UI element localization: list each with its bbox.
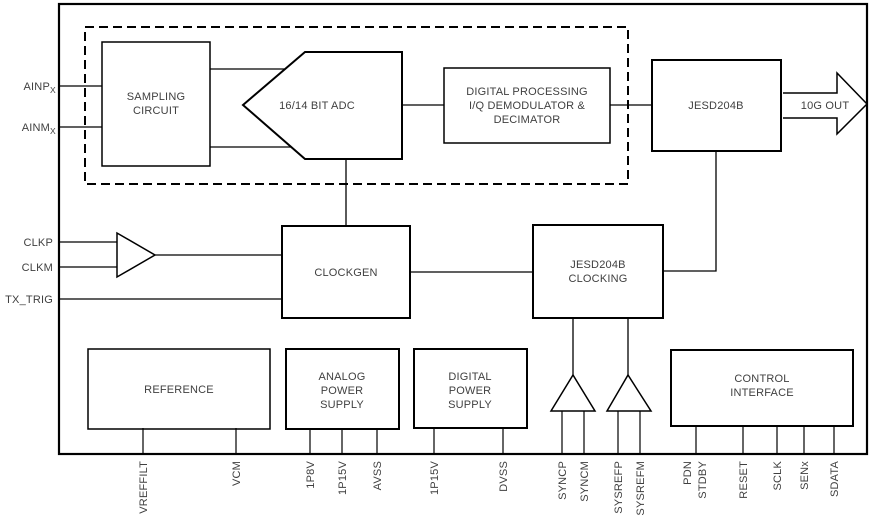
digital-power-label-3: SUPPLY [448, 399, 492, 411]
reference-block [87, 348, 271, 430]
jesd204b-label: JESD204B [688, 100, 743, 112]
clockgen-label: CLOCKGEN [314, 267, 377, 279]
digital-processing-label-1: DIGITAL PROCESSING [466, 86, 588, 98]
bottom-pin-lines [142, 411, 835, 453]
control-interface-label-2: INTERFACE [730, 387, 794, 399]
pin-label-sclk: SCLK [772, 461, 784, 491]
pin-label-clkm: CLKM [22, 262, 53, 274]
blocks [87, 41, 854, 430]
pin-label-ainp-subscript: X [50, 85, 56, 95]
block-labels: SAMPLING CIRCUIT 16/14 BIT ADC DIGITAL P… [127, 86, 850, 411]
pin-label-1p15v-digital: 1P15V [429, 461, 441, 495]
pin-label-reset: RESET [738, 461, 750, 499]
pin-label-1p8v: 1P8V [305, 461, 317, 489]
clockgen-block [281, 225, 411, 319]
control-interface-block [670, 349, 854, 427]
bottom-pin-labels: VREFFILT VCM 1P8V 1P15V AVSS 1P15V DVSS … [138, 461, 841, 516]
digital-processing-label-3: DECIMATOR [494, 114, 561, 126]
pin-label-tx-trig: TX_TRIG [5, 294, 53, 306]
pin-label-ainm-subscript: X [50, 126, 56, 136]
pin-label-vreffilt: VREFFILT [138, 461, 150, 514]
analog-power-label-3: SUPPLY [320, 399, 364, 411]
digital-power-label-1: DIGITAL [448, 371, 491, 383]
pin-label-vcm: VCM [231, 461, 243, 486]
digital-processing-label-2: I/Q DEMODULATOR & [469, 100, 586, 112]
pin-label-sdata: SDATA [829, 461, 841, 498]
pin-label-senx: SENx [799, 461, 811, 490]
clock-input-buffer [116, 231, 157, 279]
pin-label-pdn: PDN [682, 461, 694, 485]
digital-power-label-2: POWER [449, 385, 492, 397]
analog-power-supply-block [285, 348, 400, 430]
digital-power-supply-block [413, 348, 528, 429]
wires [60, 68, 717, 375]
jesd204b-block [651, 59, 782, 152]
pin-label-1p15v-analog: 1P15V [337, 461, 349, 495]
left-pin-labels: AINP X AINM X CLKP CLKM TX_TRIG [5, 81, 56, 306]
jesd204b-clocking-block [532, 224, 664, 319]
pin-label-clkp: CLKP [23, 237, 53, 249]
pin-label-dvss: DVSS [498, 461, 510, 492]
adc-block [241, 51, 403, 160]
pin-label-ainm: AINM [22, 122, 50, 134]
sysref-input-buffer [605, 373, 653, 412]
chip-boundary [57, 2, 869, 456]
reference-label: REFERENCE [144, 384, 214, 396]
analog-power-label-1: ANALOG [318, 371, 365, 383]
analog-power-label-2: POWER [321, 385, 364, 397]
sampling-circuit-block [101, 41, 211, 167]
digital-processing-block [443, 67, 611, 144]
pin-label-sysrefm: SYSREFM [635, 461, 647, 516]
output-label: 10G OUT [801, 100, 850, 112]
pin-label-stdby: STDBY [697, 461, 709, 499]
pin-label-sysrefp: SYSREFP [613, 461, 625, 514]
jesd204b-clocking-label-2: CLOCKING [568, 273, 627, 285]
sync-input-buffer [549, 373, 597, 412]
pin-label-syncp: SYNCP [557, 461, 569, 500]
pin-label-avss: AVSS [372, 461, 384, 490]
pin-label-ainp: AINP [24, 81, 50, 93]
sampling-circuit-label-1: SAMPLING [127, 91, 185, 103]
pin-label-syncm: SYNCM [579, 461, 591, 502]
adc-label: 16/14 BIT ADC [279, 100, 355, 112]
jesd204b-clocking-label-1: JESD204B [570, 259, 625, 271]
wire-jesdclk-to-jesd204b [661, 149, 717, 272]
control-interface-label-1: CONTROL [734, 373, 789, 385]
sampling-circuit-label-2: CIRCUIT [133, 105, 179, 117]
adc-channel-dashed-outline [84, 26, 629, 185]
